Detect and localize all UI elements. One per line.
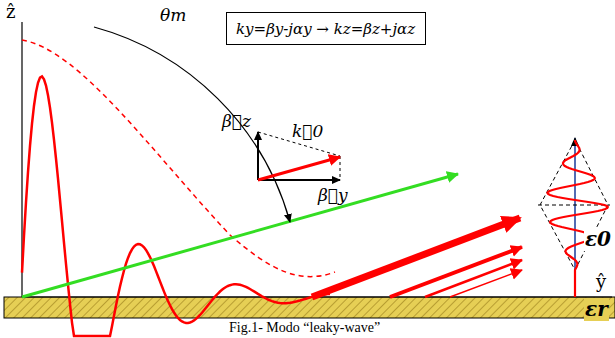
beta-y-vector xyxy=(258,179,340,181)
projection-line xyxy=(340,156,341,180)
vector-label: k⃗0 xyxy=(292,122,323,142)
k0-vector xyxy=(258,157,340,180)
angle-arc xyxy=(94,27,290,222)
angle-label: θm xyxy=(160,6,186,26)
formula-text: ky=βy-jαy → kz=βz+jαz xyxy=(236,20,415,38)
vector-label: β⃗y xyxy=(318,186,348,206)
formula-box: ky=βy-jαy → kz=βz+jαz xyxy=(226,12,426,45)
propagation-direction xyxy=(22,174,458,297)
vector-label: β⃗z xyxy=(222,112,251,132)
field-profile xyxy=(547,140,607,297)
axis-label: ẑ xyxy=(6,2,15,23)
permittivity-label: ε0 xyxy=(584,228,612,251)
decay-envelope xyxy=(22,40,335,277)
radiated-ray xyxy=(390,247,522,297)
radiated-ray xyxy=(425,260,522,297)
surface-wave xyxy=(22,77,330,337)
axis-label: ŷ xyxy=(596,272,606,293)
dielectric-substrate xyxy=(4,297,615,318)
permittivity-label: εr xyxy=(584,298,609,321)
radiated-ray xyxy=(450,270,522,297)
figure-caption: Fig.1- Modo “leaky-wave” xyxy=(227,320,382,336)
beta-z-vector xyxy=(257,132,259,180)
